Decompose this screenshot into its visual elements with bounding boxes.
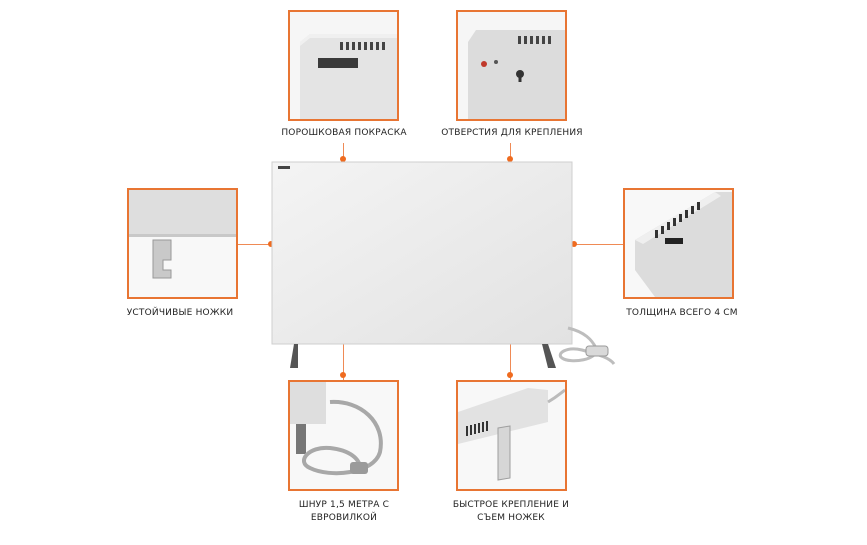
label-quick-mount-line2: СЪЕМ НОЖЕК <box>477 513 545 523</box>
connector-bottom-left <box>343 342 344 380</box>
label-cord-line1: ШНУР 1,5 МЕТРА С <box>298 500 390 510</box>
label-quick-mount-line1: БЫСТРОЕ КРЕПЛЕНИЕ И <box>452 500 570 510</box>
connector-dot-left <box>268 241 274 247</box>
callout-image-powder-coating <box>288 10 399 121</box>
connector-dot-bottom-right <box>507 372 513 378</box>
callout-image-stable-legs <box>127 188 238 299</box>
callout-image-mounting-holes <box>456 10 567 121</box>
connector-bottom-right <box>510 342 511 380</box>
label-cord-line2: ЕВРОВИЛКОЙ <box>310 513 378 523</box>
callout-image-thickness <box>623 188 734 299</box>
connector-left <box>238 244 272 245</box>
connector-top-right <box>510 143 511 161</box>
connector-right <box>574 244 623 245</box>
connector-dot-bottom-left <box>340 372 346 378</box>
label-thickness: ТОЛЩИНА ВСЕГО 4 СМ <box>626 308 738 318</box>
connector-dot-right <box>571 241 577 247</box>
callout-image-cord <box>288 380 399 491</box>
label-powder-coating: ПОРОШКОВАЯ ПОКРАСКА <box>281 128 407 138</box>
connector-dot-top-right <box>507 156 513 162</box>
callout-image-quick-mount <box>456 380 567 491</box>
label-stable-legs: УСТОЙЧИВЫЕ НОЖКИ <box>126 308 234 318</box>
connector-top-left <box>343 143 344 161</box>
connector-dot-top-left <box>340 156 346 162</box>
heater-main-illustration <box>270 160 630 390</box>
label-mounting-holes: ОТВЕРСТИЯ ДЛЯ КРЕПЛЕНИЯ <box>441 128 583 138</box>
